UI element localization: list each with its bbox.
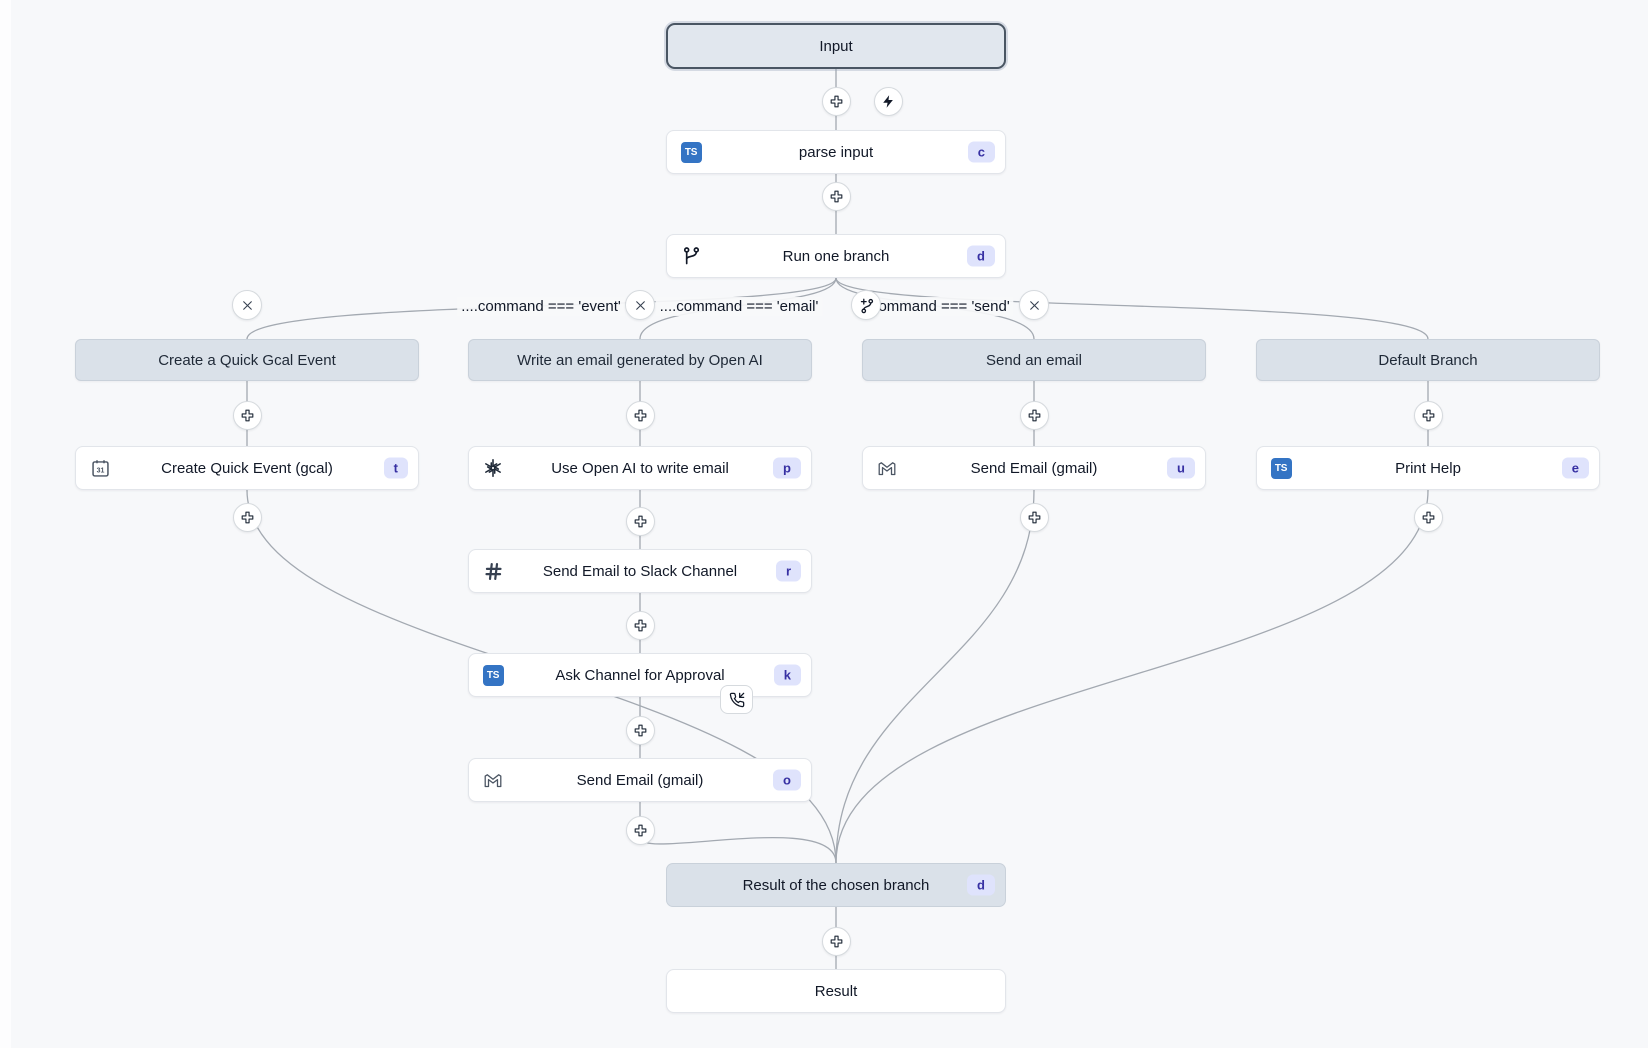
branch-header-openai[interactable]: Write an email generated by Open AI [468,339,812,381]
phone-incoming-icon [729,692,744,707]
step-print-help[interactable]: TS Print Help e [1256,446,1600,490]
plus-icon [1028,511,1040,523]
add-step-button[interactable] [625,715,655,745]
step-id-badge: k [773,664,801,686]
branch-result-node[interactable]: Result of the chosen branch d [666,863,1006,907]
step-id-badge: o [773,769,801,791]
branch-header-gcal[interactable]: Create a Quick Gcal Event [75,339,419,381]
add-step-button[interactable] [821,926,851,956]
add-branch-button[interactable] [851,290,881,320]
plus-icon [1422,409,1434,421]
delete-branch-button[interactable] [232,290,262,320]
step-label: Ask Channel for Approval [555,666,725,684]
step-id-badge: u [1167,457,1195,479]
step-label: Send Email to Slack Channel [542,562,738,580]
plus-icon [830,95,842,107]
trigger-button[interactable] [873,86,903,116]
plus-icon [241,511,253,523]
typescript-icon: TS [1270,457,1292,479]
add-step-button[interactable] [232,502,262,532]
plus-icon [830,190,842,202]
branch-condition-event: ....command === 'event' [457,297,625,316]
branch-title: Default Branch [1378,351,1478,369]
add-step-button[interactable] [232,400,262,430]
close-icon [242,300,252,310]
step-ask-channel-approval[interactable]: TS Ask Channel for Approval k [468,653,812,697]
step-label: Use Open AI to write email [551,459,729,477]
step-label: Send Email (gmail) [970,459,1098,477]
close-icon [635,300,645,310]
plus-icon [1028,409,1040,421]
plus-icon [634,619,646,631]
step-label: Run one branch [782,247,890,265]
step-label: parse input [798,143,874,161]
delete-branch-button[interactable] [1019,290,1049,320]
plus-icon [634,515,646,527]
add-step-button[interactable] [821,86,851,116]
input-node[interactable]: Input [666,23,1006,69]
add-step-button[interactable] [625,400,655,430]
step-id-badge: d [967,245,995,267]
branch-condition-email: ....command === 'email' [655,297,823,316]
branch-result-label: Result of the chosen branch [742,876,930,894]
plus-icon [634,824,646,836]
plus-icon [634,409,646,421]
branch-condition-send: ....command === 'send' [850,297,1014,316]
plus-icon [634,724,646,736]
step-id-badge: r [775,560,801,582]
step-id-badge: c [967,141,995,163]
add-step-button[interactable] [625,610,655,640]
git-branch-plus-icon [860,298,873,313]
add-step-button[interactable] [821,181,851,211]
step-label: Create Quick Event (gcal) [161,459,333,477]
step-id-badge: t [383,457,408,479]
branch-title: Write an email generated by Open AI [517,351,763,369]
close-icon [1029,300,1039,310]
step-send-email-gmail-2[interactable]: Send Email (gmail) o [468,758,812,802]
svg-text:31: 31 [96,467,104,474]
gmail-icon [876,457,898,479]
plus-icon [241,409,253,421]
add-step-button[interactable] [625,506,655,536]
gmail-icon [482,769,504,791]
git-branch-icon [680,245,702,267]
step-send-email-gmail-3[interactable]: Send Email (gmail) u [862,446,1206,490]
add-step-button[interactable] [1019,400,1049,430]
gcal-icon: 31 [89,457,111,479]
result-label: Result [814,982,858,1000]
branch-header-send-email[interactable]: Send an email [862,339,1206,381]
step-send-email-slack[interactable]: Send Email to Slack Channel r [468,549,812,593]
add-step-button[interactable] [1413,400,1443,430]
input-label: Input [819,37,853,55]
typescript-icon: TS [482,664,504,686]
delete-branch-button[interactable] [625,290,655,320]
add-step-button[interactable] [1413,502,1443,532]
step-openai-write-email[interactable]: Use Open AI to write email p [468,446,812,490]
step-id-badge: e [1561,457,1589,479]
step-id-badge: p [773,457,801,479]
typescript-icon: TS [680,141,702,163]
plus-icon [830,935,842,947]
suspend-approval-badge[interactable] [720,685,753,714]
openai-icon [482,457,504,479]
plus-icon [1422,511,1434,523]
branch-title: Send an email [986,351,1082,369]
branch-title: Create a Quick Gcal Event [158,351,336,369]
add-step-button[interactable] [1019,502,1049,532]
lightning-icon [882,94,893,108]
result-node[interactable]: Result [666,969,1006,1013]
slack-icon [482,560,504,582]
step-id-badge: d [967,874,995,896]
step-label: Send Email (gmail) [576,771,704,789]
step-run-one-branch[interactable]: Run one branch d [666,234,1006,278]
step-parse-input[interactable]: TS parse input c [666,130,1006,174]
branch-header-default[interactable]: Default Branch [1256,339,1600,381]
add-step-button[interactable] [625,815,655,845]
step-create-quick-event[interactable]: 31 Create Quick Event (gcal) t [75,446,419,490]
step-label: Print Help [1395,459,1461,477]
panel-edge [0,0,11,1048]
